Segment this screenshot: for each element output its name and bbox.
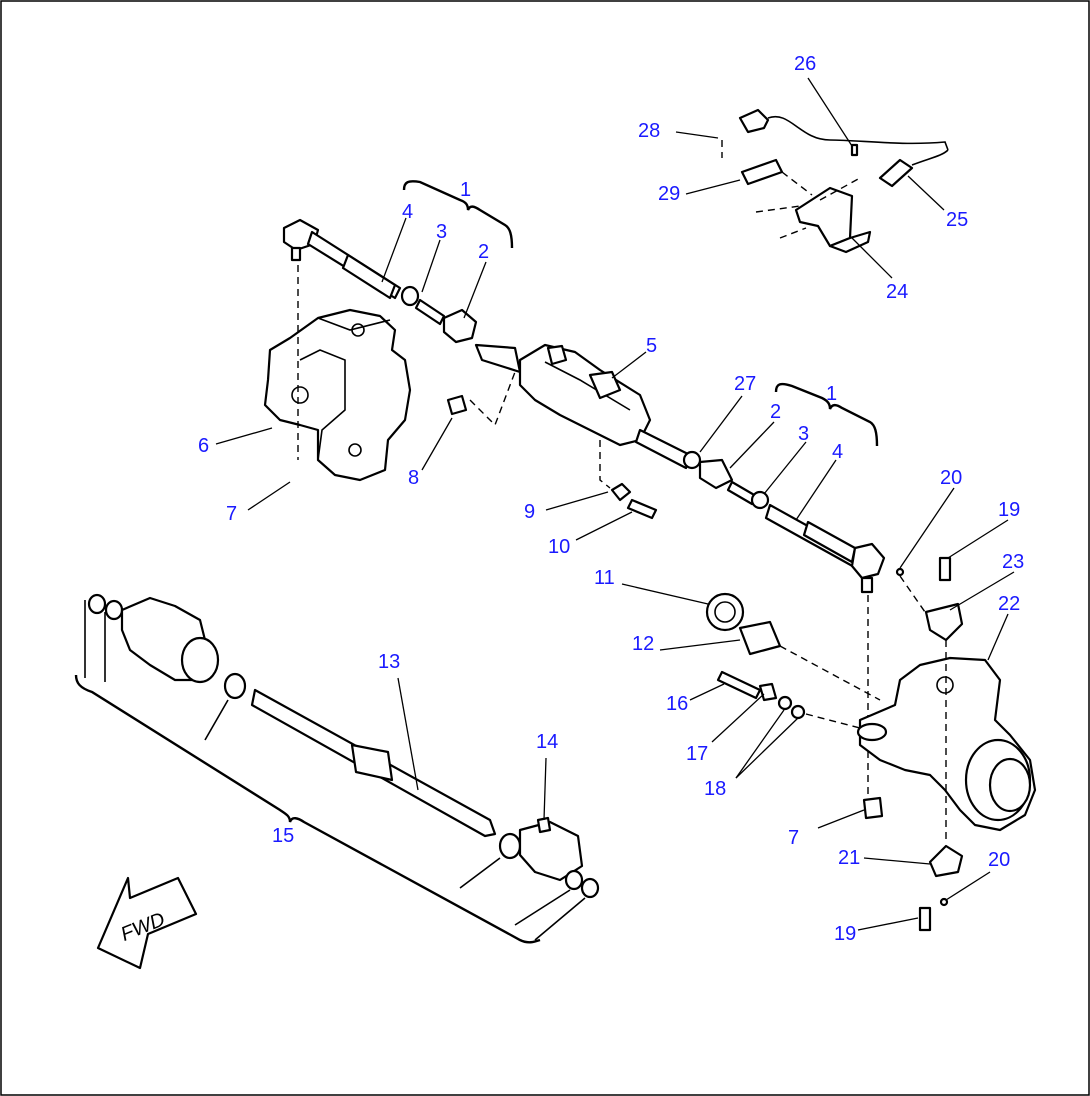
callout-3-left: 3 — [436, 221, 447, 243]
callout-19-top: 19 — [998, 499, 1020, 521]
callout-3-right: 3 — [798, 423, 809, 445]
braces — [74, 180, 879, 944]
callout-12: 12 — [632, 633, 654, 655]
callout-6: 6 — [198, 435, 209, 457]
callout-1-left: 1 — [460, 179, 471, 201]
callout-22: 22 — [998, 593, 1020, 615]
callout-16: 16 — [666, 693, 688, 715]
right-tie-rod — [610, 450, 886, 800]
callout-7-left: 7 — [226, 503, 237, 525]
callout-25: 25 — [946, 209, 968, 231]
callout-10: 10 — [548, 536, 570, 558]
leader-lines — [215, 77, 1015, 931]
callout-11: 11 — [594, 567, 615, 589]
callout-15: 15 — [272, 825, 294, 847]
sensor-assembly — [721, 108, 949, 254]
callout-18: 18 — [704, 778, 726, 800]
callout-9: 9 — [524, 501, 535, 523]
callout-26: 26 — [794, 53, 816, 75]
callout-27: 27 — [734, 373, 756, 395]
callout-23: 23 — [1002, 551, 1024, 573]
callout-4-left: 4 — [402, 201, 413, 223]
callout-29: 29 — [658, 183, 680, 205]
callout-20-bottom: 20 — [988, 849, 1010, 871]
left-tie-rod — [282, 218, 522, 460]
callout-8: 8 — [408, 467, 419, 489]
callout-4-right: 4 — [832, 441, 843, 463]
fwd-arrow: FWD — [96, 876, 198, 970]
steering-cylinder — [518, 343, 692, 489]
callout-2-left: 2 — [478, 241, 489, 263]
callout-7-right: 7 — [788, 827, 799, 849]
callout-14: 14 — [536, 731, 558, 753]
right-knuckle — [856, 556, 1037, 932]
callout-17: 17 — [686, 743, 708, 765]
callout-20-top: 20 — [940, 467, 962, 489]
callout-5: 5 — [646, 335, 657, 357]
callout-1-right: 1 — [826, 383, 837, 405]
callout-13: 13 — [378, 651, 400, 673]
callout-2-right: 2 — [770, 401, 781, 423]
callout-24: 24 — [886, 281, 908, 303]
left-knuckle — [263, 308, 412, 482]
callout-28: 28 — [638, 120, 660, 142]
lower-cylinder-assembly — [84, 593, 600, 941]
bushings-and-bolts — [705, 592, 881, 729]
callout-21: 21 — [838, 847, 860, 869]
callout-labels: 1 1 2 2 3 3 4 4 5 6 7 7 8 9 10 11 12 13 … — [198, 53, 1024, 945]
callout-19-bottom: 19 — [834, 923, 856, 945]
